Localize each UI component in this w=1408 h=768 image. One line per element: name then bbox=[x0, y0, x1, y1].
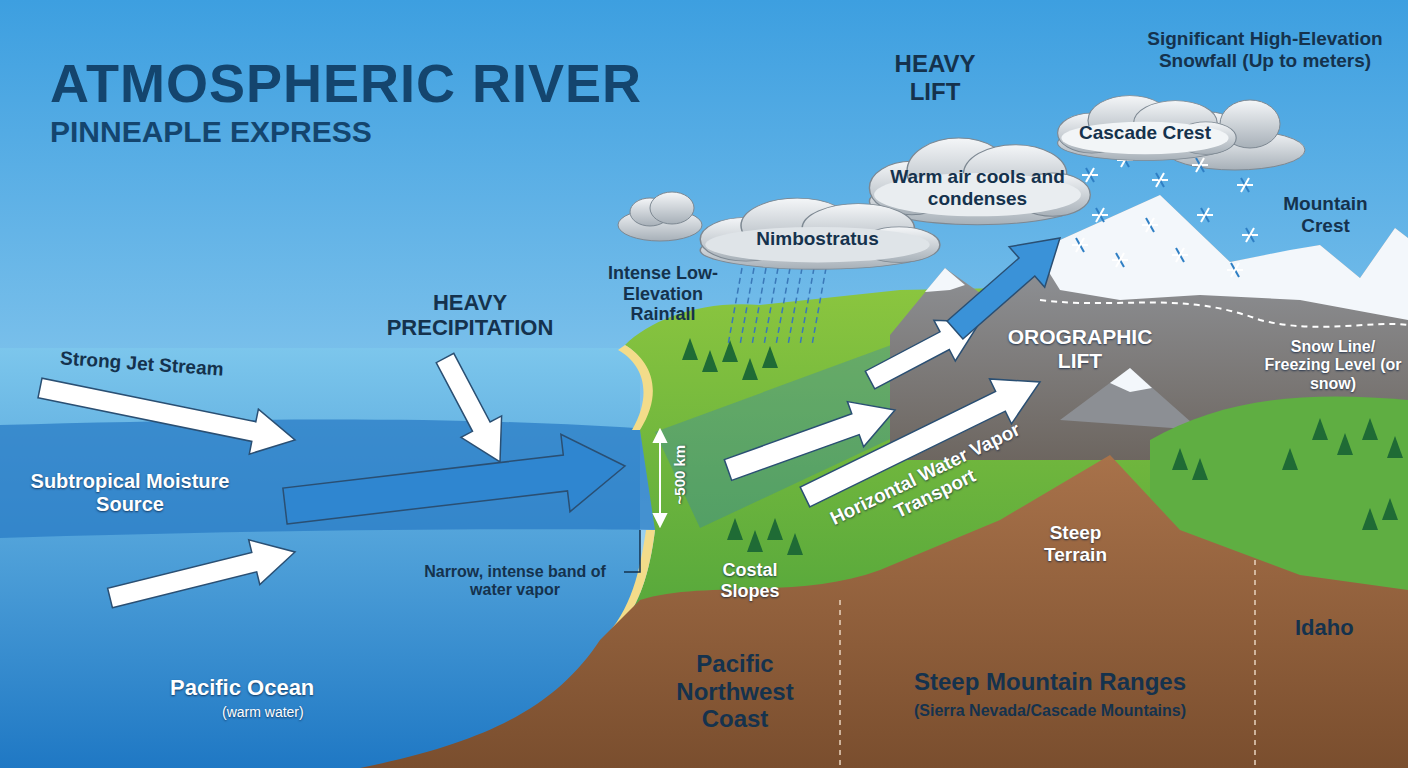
tree bbox=[1362, 508, 1378, 530]
extra-clouds bbox=[618, 100, 1305, 241]
divider bbox=[1254, 560, 1256, 768]
rain-streak bbox=[752, 268, 766, 345]
rain-streak bbox=[764, 268, 778, 345]
snowflake bbox=[1231, 263, 1239, 277]
snowflake bbox=[1241, 178, 1249, 192]
tree bbox=[742, 358, 758, 380]
snow-line bbox=[1040, 300, 1408, 327]
cloud-node: Cascade Crest bbox=[1050, 88, 1240, 163]
flow-arrow bbox=[947, 238, 1060, 339]
tree bbox=[722, 340, 738, 362]
snowflake bbox=[1201, 208, 1209, 222]
tree bbox=[787, 533, 803, 555]
tree bbox=[1337, 433, 1353, 455]
rain-streak bbox=[740, 268, 754, 345]
snowflake bbox=[1076, 238, 1084, 252]
label-text: Mountain Crest bbox=[1268, 193, 1383, 237]
moisture-band bbox=[0, 420, 660, 538]
snowflake bbox=[1246, 228, 1254, 242]
snowflake bbox=[1146, 218, 1154, 232]
snowflake bbox=[1076, 238, 1084, 252]
cloud-text: Cascade Crest bbox=[1079, 107, 1211, 144]
snowflake bbox=[1086, 168, 1094, 182]
label-text: Significant High-Elevation Snowfall (Up … bbox=[1140, 28, 1390, 72]
flow-arrow bbox=[38, 378, 295, 454]
label-text: Pacific Ocean bbox=[170, 675, 314, 700]
front-snow bbox=[1110, 368, 1152, 392]
snowflake bbox=[1176, 248, 1184, 262]
tree bbox=[747, 530, 763, 552]
tree bbox=[727, 518, 743, 540]
snowflake bbox=[1096, 208, 1104, 222]
flow-arrow bbox=[283, 434, 625, 524]
tree bbox=[1312, 418, 1328, 440]
label-text: Idaho bbox=[1295, 615, 1354, 640]
snowflake bbox=[1246, 228, 1254, 242]
tree bbox=[702, 350, 718, 372]
label-text: PINNEAPLE EXPRESS bbox=[50, 115, 372, 150]
title: ATMOSPHERIC RIVER bbox=[50, 52, 642, 114]
cloud-text: Nimbostratus bbox=[756, 212, 878, 250]
tree bbox=[1362, 418, 1378, 440]
snowflake bbox=[1196, 158, 1204, 172]
tree bbox=[1387, 436, 1403, 458]
cloud-puffs bbox=[700, 198, 940, 269]
rain-streak bbox=[776, 268, 790, 345]
front-mountain bbox=[1060, 368, 1200, 430]
snowflake bbox=[1156, 173, 1164, 187]
snowflake bbox=[1156, 173, 1164, 187]
rain-streak bbox=[812, 268, 826, 345]
snowflake bbox=[1231, 263, 1239, 277]
cloud-text: Warm air cools and condenses bbox=[885, 146, 1070, 210]
cloud-puffs bbox=[869, 138, 1090, 225]
beach bbox=[602, 345, 655, 640]
width-marker bbox=[654, 430, 666, 526]
flow-arrow bbox=[436, 353, 501, 462]
tree bbox=[767, 518, 783, 540]
label-text: Pacific Northwest Coast bbox=[640, 650, 830, 733]
trees bbox=[682, 338, 1403, 555]
leader-line bbox=[624, 530, 640, 572]
cloud-node: Nimbostratus bbox=[690, 190, 945, 272]
label-text: (warm water) bbox=[222, 704, 304, 720]
snowflake bbox=[1096, 208, 1104, 222]
label-text: HEAVY LIFT bbox=[880, 50, 990, 105]
tree bbox=[762, 346, 778, 368]
divider bbox=[839, 600, 841, 768]
snowflake bbox=[1201, 208, 1209, 222]
tree bbox=[1382, 498, 1398, 520]
label-text: OROGRAPHIC LIFT bbox=[990, 325, 1170, 373]
flow-arrows bbox=[38, 238, 1060, 608]
snowflake bbox=[1176, 248, 1184, 262]
snowflake bbox=[1146, 218, 1154, 232]
label-text: Subtropical Moisture Source bbox=[25, 470, 235, 516]
label-text: Steep Terrain bbox=[1018, 522, 1133, 566]
label-text: Costal Slopes bbox=[695, 560, 805, 601]
rain-streak bbox=[728, 268, 742, 345]
snowflake bbox=[1241, 178, 1249, 192]
label-text: ~500 km bbox=[671, 439, 688, 511]
snowflake bbox=[1086, 168, 1094, 182]
rain-streak bbox=[788, 268, 802, 345]
label-text: Narrow, intense band of water vapor bbox=[408, 563, 622, 600]
snowflake bbox=[1116, 253, 1124, 267]
label-text: Snow Line/ Freezing Level (or snow) bbox=[1262, 338, 1404, 393]
label-text: Intense Low-Elevation Rainfall bbox=[588, 263, 738, 325]
tree bbox=[682, 338, 698, 360]
label-text: (Sierra Nevada/Cascade Mountains) bbox=[850, 702, 1250, 720]
label-text: HEAVY PRECIPITATION bbox=[370, 290, 570, 341]
tree bbox=[1172, 448, 1188, 470]
snowflake bbox=[1196, 158, 1204, 172]
tree bbox=[1192, 458, 1208, 480]
rain-streak bbox=[800, 268, 814, 345]
rain bbox=[728, 268, 826, 345]
cloud-puffs bbox=[1058, 96, 1237, 161]
tree bbox=[1282, 448, 1298, 470]
snowflake bbox=[1116, 253, 1124, 267]
label-text: Steep Mountain Ranges bbox=[860, 668, 1240, 696]
snowflakes bbox=[1072, 153, 1258, 277]
flow-arrow bbox=[108, 540, 295, 608]
